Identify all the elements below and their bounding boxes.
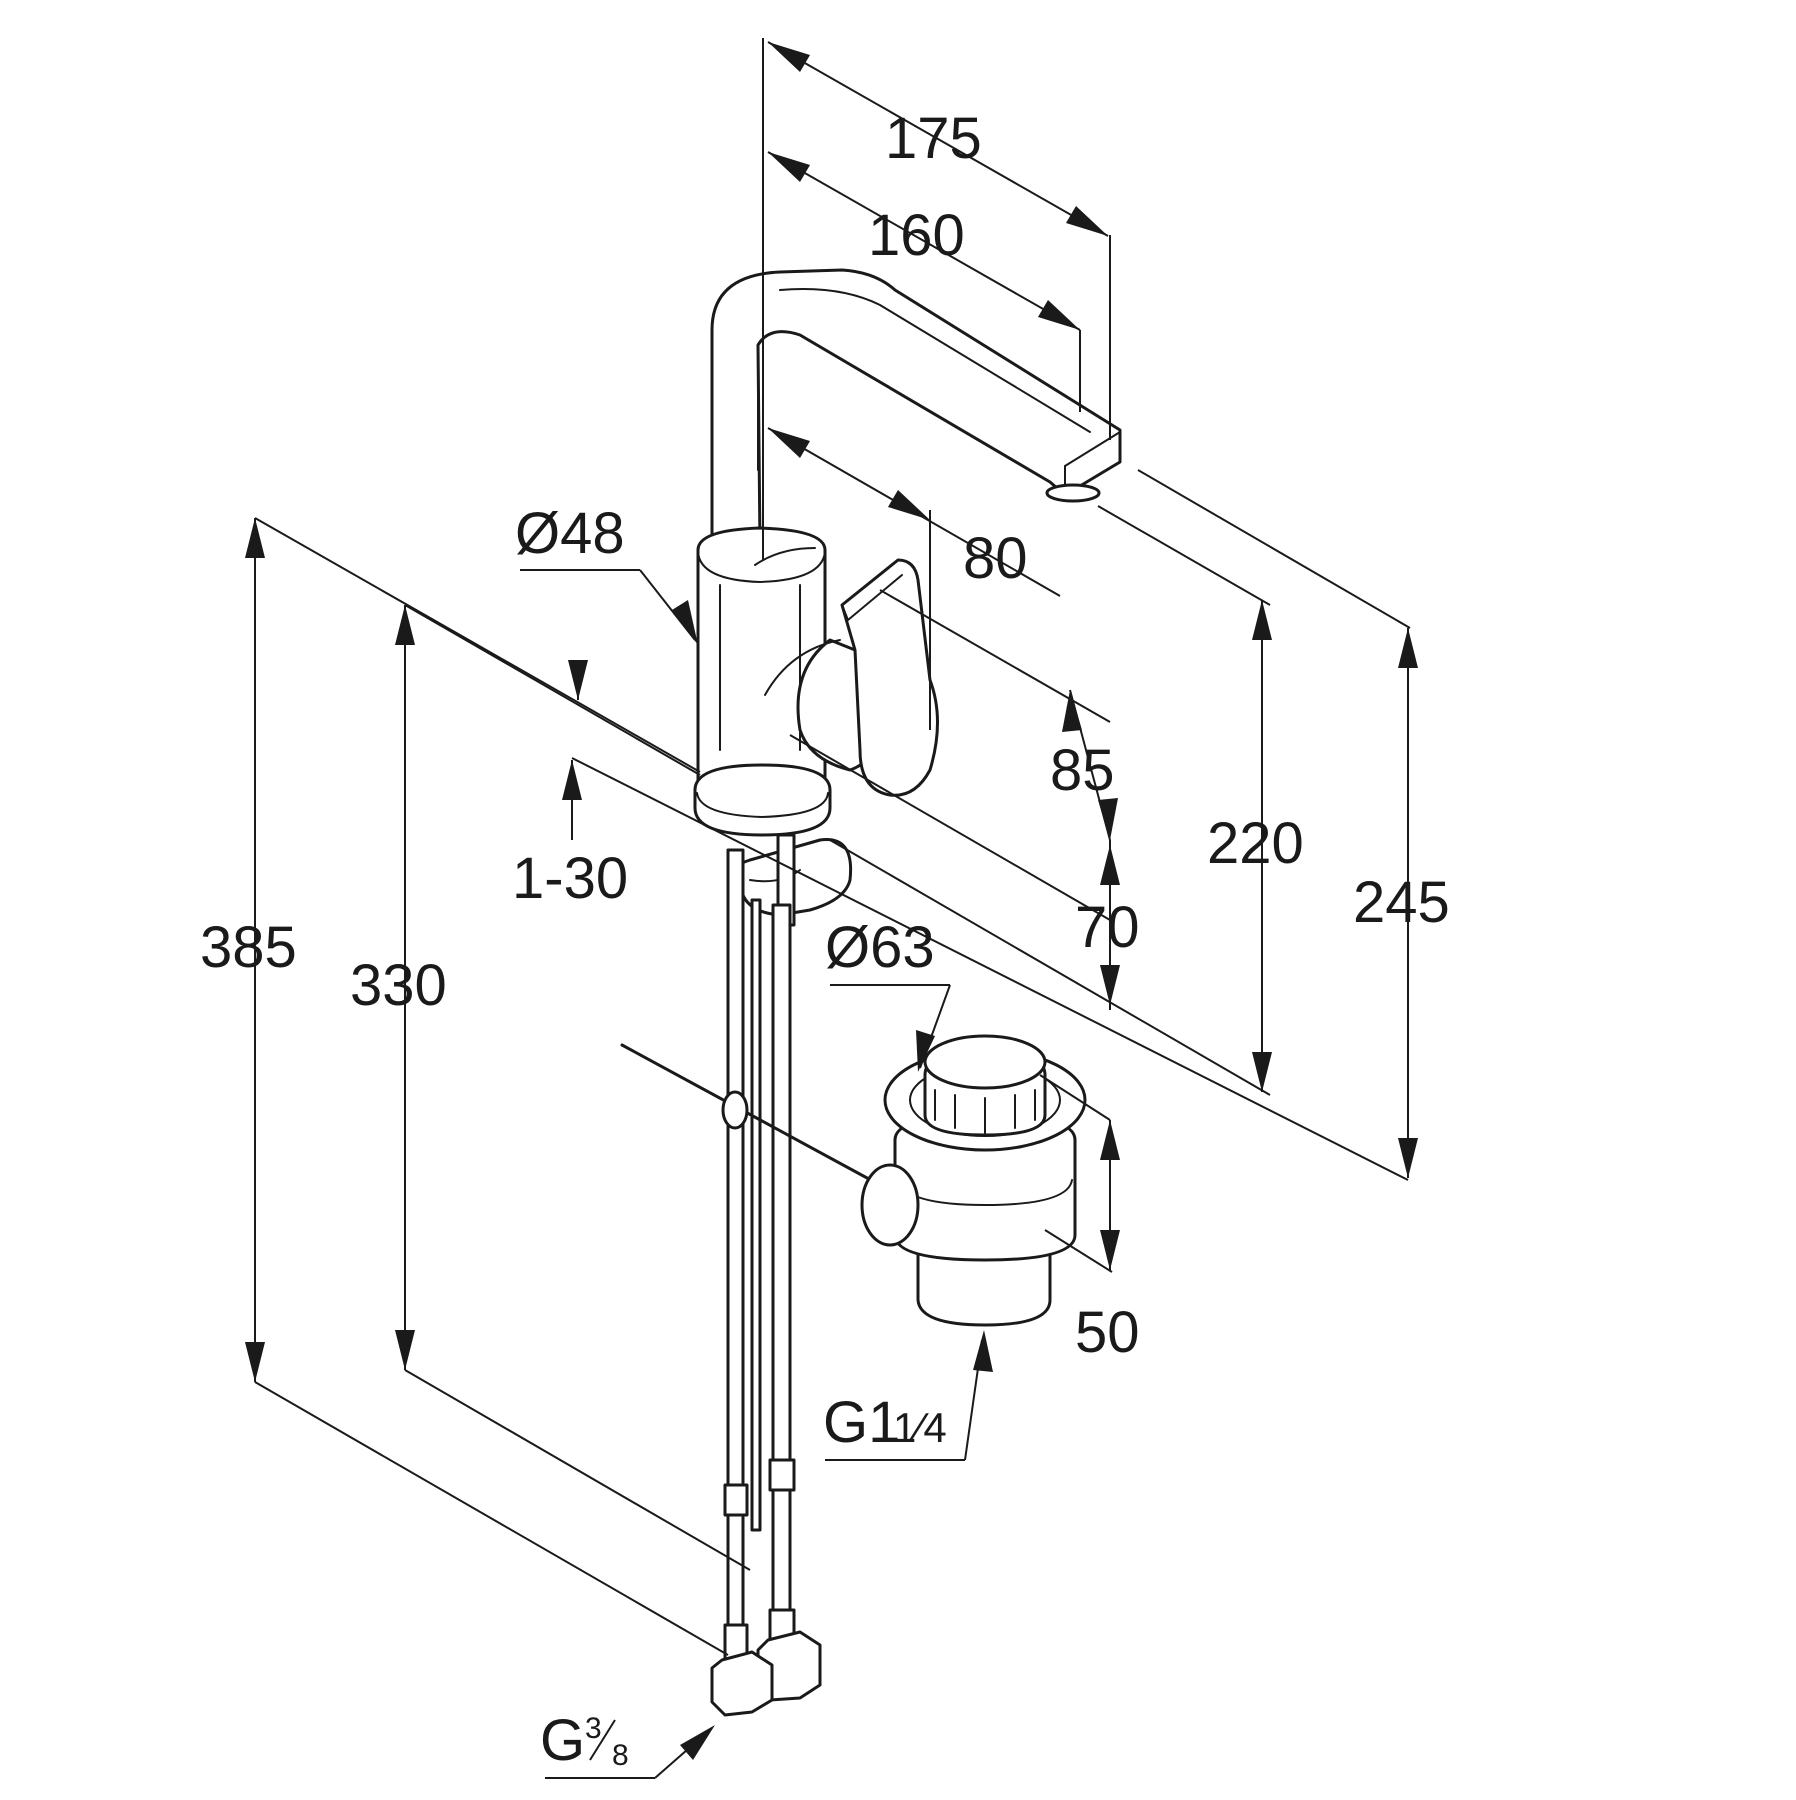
ext-outlet <box>1097 505 1271 606</box>
spout <box>710 268 1122 547</box>
body-top <box>697 551 826 583</box>
ext-deck-mid <box>404 604 701 776</box>
ext-spout-top-right <box>1137 469 1411 629</box>
label-g38-den: 8 <box>612 1739 629 1772</box>
dim-85-arrow-a <box>1062 690 1082 732</box>
dim-70-arrow-a <box>1100 845 1120 885</box>
label-330: 330 <box>350 953 447 1018</box>
label-220: 220 <box>1207 811 1304 876</box>
ext-deck-bottom <box>571 757 1409 1181</box>
dim-160-line <box>767 151 1081 331</box>
dim-160-arrow-b <box>1038 300 1080 330</box>
dim-70-arrow-b <box>1100 965 1120 1005</box>
label-1-30: 1-30 <box>512 846 628 911</box>
label-175: 175 <box>885 106 982 171</box>
ext-50-top <box>1039 1074 1111 1121</box>
dim-160-arrow-a <box>768 152 810 182</box>
label-g38-num: 3 <box>585 1712 602 1745</box>
dim-80-arrow-a <box>768 428 810 458</box>
ext-deck-top <box>254 517 701 773</box>
dim-50-arrow-b <box>1100 1230 1120 1270</box>
mounting <box>710 833 853 1717</box>
dim-385-arrow-b <box>245 1342 265 1382</box>
dim-330-arrow-b <box>395 1330 415 1370</box>
dim-175-line <box>767 41 1109 237</box>
ext-220-bottom <box>829 839 1271 1096</box>
dimension-labels: 175 160 80 Ø48 85 1-30 70 220 245 385 33… <box>200 106 1450 1773</box>
leader-48-arrow <box>672 600 698 645</box>
label-diameter-63: Ø63 <box>825 915 935 980</box>
hose-right <box>771 903 792 1642</box>
handle-base <box>764 639 841 696</box>
handle-lever <box>840 558 939 797</box>
dim-50-arrow-a <box>1100 1120 1120 1160</box>
pull-rod <box>620 1043 882 1187</box>
waste-lever-joint <box>860 1163 920 1247</box>
dimension-lines <box>245 38 1418 1779</box>
dim-1-30-arrow-b <box>562 760 582 800</box>
base-ring <box>693 763 832 837</box>
dim-245-arrow-a <box>1398 628 1418 668</box>
leader-g114-arrow <box>973 1330 993 1372</box>
nut-left <box>710 1650 774 1717</box>
label-g38-slash <box>589 1719 616 1761</box>
dim-245-arrow-b <box>1398 1138 1418 1178</box>
ext-50-bottom <box>1044 1229 1113 1273</box>
spout-edge-2 <box>779 288 1091 433</box>
dim-85-arrow-b <box>1098 798 1118 840</box>
aerator <box>1045 483 1101 503</box>
dim-385-arrow-a <box>245 518 265 558</box>
label-50: 50 <box>1075 1300 1140 1365</box>
handle-edge <box>841 574 903 621</box>
dim-175-arrow-a <box>768 42 810 72</box>
label-385: 385 <box>200 915 297 980</box>
hose-crimp-right <box>768 1458 796 1492</box>
label-g38: G <box>540 1708 585 1773</box>
ext-330-bottom <box>404 1369 751 1571</box>
faucet <box>693 268 1122 837</box>
leader-63-arrow <box>916 1030 935 1072</box>
leader-g38-arrow <box>680 1725 715 1760</box>
label-80: 80 <box>963 526 1028 591</box>
body-top-shadow <box>754 547 816 566</box>
waste-cap <box>923 1034 1047 1090</box>
waste <box>620 1034 1087 1327</box>
hose-crimp-left <box>723 1483 749 1517</box>
label-85: 85 <box>1050 738 1115 803</box>
label-70: 70 <box>1075 895 1140 960</box>
label-245: 245 <box>1353 870 1450 935</box>
waste-tail <box>916 1238 1052 1327</box>
dim-175-arrow-b <box>1066 206 1108 236</box>
ext-85-bottom <box>789 734 1111 921</box>
dim-330-arrow-a <box>395 605 415 645</box>
label-g1: G1 <box>823 1390 900 1455</box>
hose-left <box>726 848 745 1662</box>
base-ring-line <box>696 792 829 818</box>
label-160: 160 <box>868 203 965 268</box>
label-g1-fraction: 1⁄4 <box>893 1404 947 1451</box>
dim-1-30-arrow-a <box>568 660 588 700</box>
dim-80-arrow-b <box>888 490 930 520</box>
ext-385-bottom <box>254 1381 729 1656</box>
label-diameter-48: Ø48 <box>515 501 625 566</box>
waste-plug-cage <box>934 1089 1036 1134</box>
rod-clip <box>721 1090 749 1130</box>
dim-220-arrow-a <box>1252 600 1272 640</box>
dim-220-arrow-b <box>1252 1052 1272 1092</box>
hose-mid <box>750 898 762 1532</box>
